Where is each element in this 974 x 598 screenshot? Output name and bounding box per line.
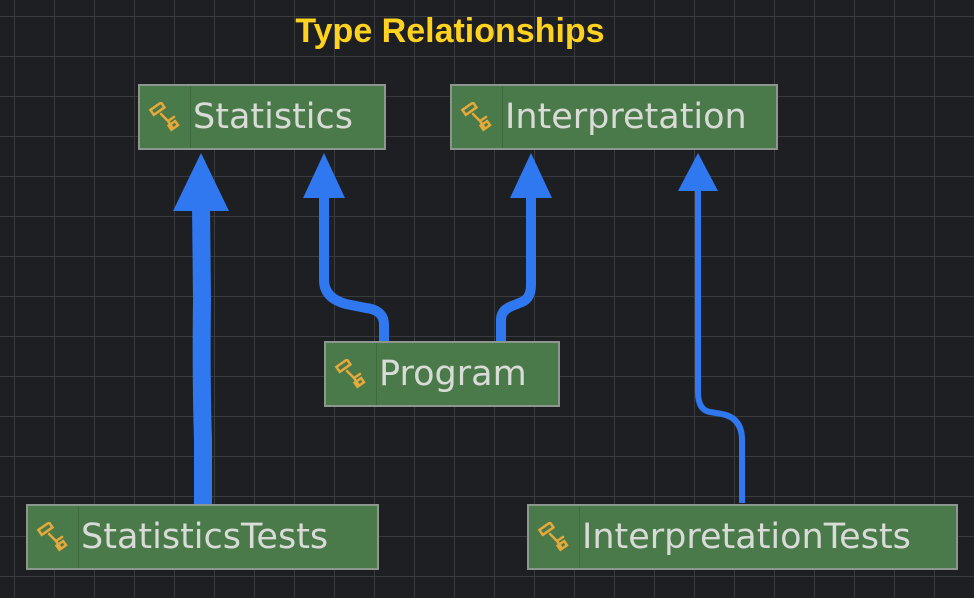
class-hierarchy-icon xyxy=(452,86,503,148)
node-interpretation[interactable]: Interpretation xyxy=(450,84,778,150)
arrowhead-interpretation-right xyxy=(678,153,718,191)
node-label: StatisticsTests xyxy=(81,517,329,557)
class-hierarchy-icon xyxy=(326,343,377,405)
edge-program-to-statistics[interactable] xyxy=(319,190,389,342)
edge-statisticstests-to-statistics[interactable] xyxy=(192,204,212,505)
diagram-title: Type Relationships xyxy=(295,12,605,50)
node-interpretation-tests[interactable]: InterpretationTests xyxy=(527,504,958,570)
node-label: Interpretation xyxy=(505,97,747,137)
edge-program-to-interpretation[interactable] xyxy=(496,190,536,342)
node-program[interactable]: Program xyxy=(324,341,560,407)
edge-interpretationtests-to-interpretation[interactable] xyxy=(695,188,745,503)
arrowhead-interpretation-left xyxy=(510,153,552,198)
node-label: InterpretationTests xyxy=(582,517,911,557)
node-label: Program xyxy=(379,354,527,394)
node-statistics-tests[interactable]: StatisticsTests xyxy=(26,504,379,570)
class-hierarchy-icon xyxy=(529,506,580,568)
class-hierarchy-icon xyxy=(28,506,79,568)
node-label: Statistics xyxy=(193,97,353,137)
class-hierarchy-icon xyxy=(140,86,191,148)
node-statistics[interactable]: Statistics xyxy=(138,84,386,150)
arrowhead-statistics-right xyxy=(303,153,345,198)
arrowhead-statistics-left xyxy=(173,153,229,211)
